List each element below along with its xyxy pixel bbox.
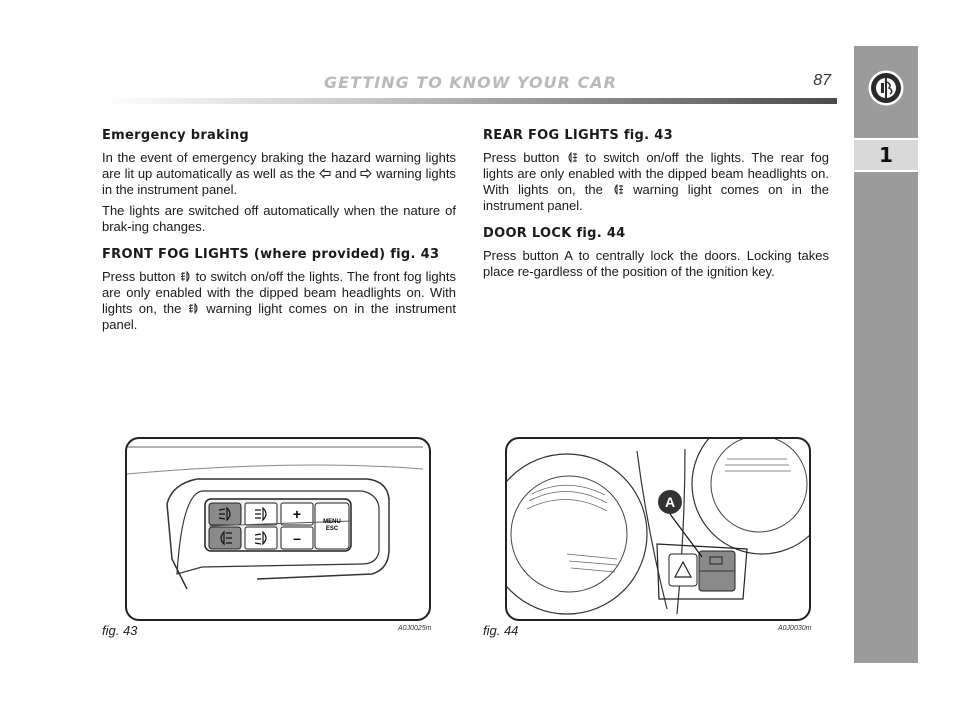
rear-fog-heading: REAR FOG LIGHTS fig. 43 <box>483 128 673 143</box>
menu-button-label: MENU <box>323 519 341 525</box>
front-fog-text-3: warning light comes on in the instrument… <box>102 301 456 332</box>
fog-switch-panel-drawing: + – MENU ESC <box>127 446 424 590</box>
figure-44-caption: fig. 44 <box>483 623 519 638</box>
plus-button-label: + <box>293 506 301 522</box>
header-rule <box>102 98 837 104</box>
front-fog-text-2: to switch on/off the lights. The front f… <box>102 269 456 316</box>
figure-43-caption: fig. 43 <box>102 623 138 638</box>
door-lock-heading: DOOR LOCK fig. 44 <box>483 226 626 241</box>
figure-43-illustration: + – MENU ESC <box>125 437 431 621</box>
rear-fog-text-1: Press button <box>483 150 560 165</box>
rear-fog-text-2: to switch on/off the lights. The rear fo… <box>483 150 829 197</box>
figure-44-illustration: A <box>505 437 811 621</box>
alfa-romeo-badge-icon <box>868 70 904 106</box>
emergency-braking-paragraph-2: The lights are switched off automaticall… <box>102 203 456 234</box>
rear-fog-light-icon <box>568 152 578 163</box>
callout-a-label: A <box>665 494 675 510</box>
minus-button-label: – <box>293 530 301 546</box>
chapter-side-tab: 1 <box>854 46 918 663</box>
headlight-button-symbol <box>254 506 267 546</box>
door-lock-paragraph: Press button A to centrally lock the doo… <box>483 248 829 279</box>
emergency-text-1: In the event of emergency braking the ha… <box>102 150 456 181</box>
chapter-number: 1 <box>854 138 918 172</box>
front-fog-heading: FRONT FOG LIGHTS (where provided) fig. 4… <box>102 247 440 262</box>
callout-circle <box>658 490 682 514</box>
front-fog-text-1: Press button <box>102 269 176 284</box>
page-number: 87 <box>813 72 831 89</box>
front-fog-warning-icon <box>188 303 198 314</box>
door-lock-console-drawing: A <box>507 439 809 615</box>
right-column: REAR FOG LIGHTS fig. 43 Press button to … <box>483 128 829 285</box>
rear-fog-button-symbol <box>220 530 232 546</box>
front-fog-paragraph: Press button to switch on/off the lights… <box>102 269 456 333</box>
turn-left-arrow-icon <box>319 168 331 179</box>
turn-right-arrow-icon <box>360 168 373 179</box>
esc-button-label: ESC <box>326 526 339 532</box>
emergency-braking-paragraph: In the event of emergency braking the ha… <box>102 150 456 198</box>
figure-43-code: A0J0025m <box>398 625 432 632</box>
front-fog-light-icon <box>180 271 190 282</box>
rear-fog-warning-icon <box>614 184 623 195</box>
page-header-title: GETTING TO KNOW YOUR CAR <box>324 73 617 92</box>
rear-fog-text-3: warning light comes on in the instrument… <box>483 182 829 213</box>
rear-fog-paragraph: Press button to switch on/off the lights… <box>483 150 829 214</box>
emergency-braking-heading: Emergency braking <box>102 128 249 143</box>
left-column: Emergency braking In the event of emerge… <box>102 128 456 338</box>
emergency-text-2: warning lights in the instrument panel. <box>102 166 456 197</box>
emergency-text-and: and <box>334 166 357 181</box>
logo-box <box>854 46 918 132</box>
figure-44-code: A0J0030m <box>778 625 812 632</box>
front-fog-button-symbol <box>218 506 231 522</box>
page-header: GETTING TO KNOW YOUR CAR 87 <box>102 70 837 110</box>
